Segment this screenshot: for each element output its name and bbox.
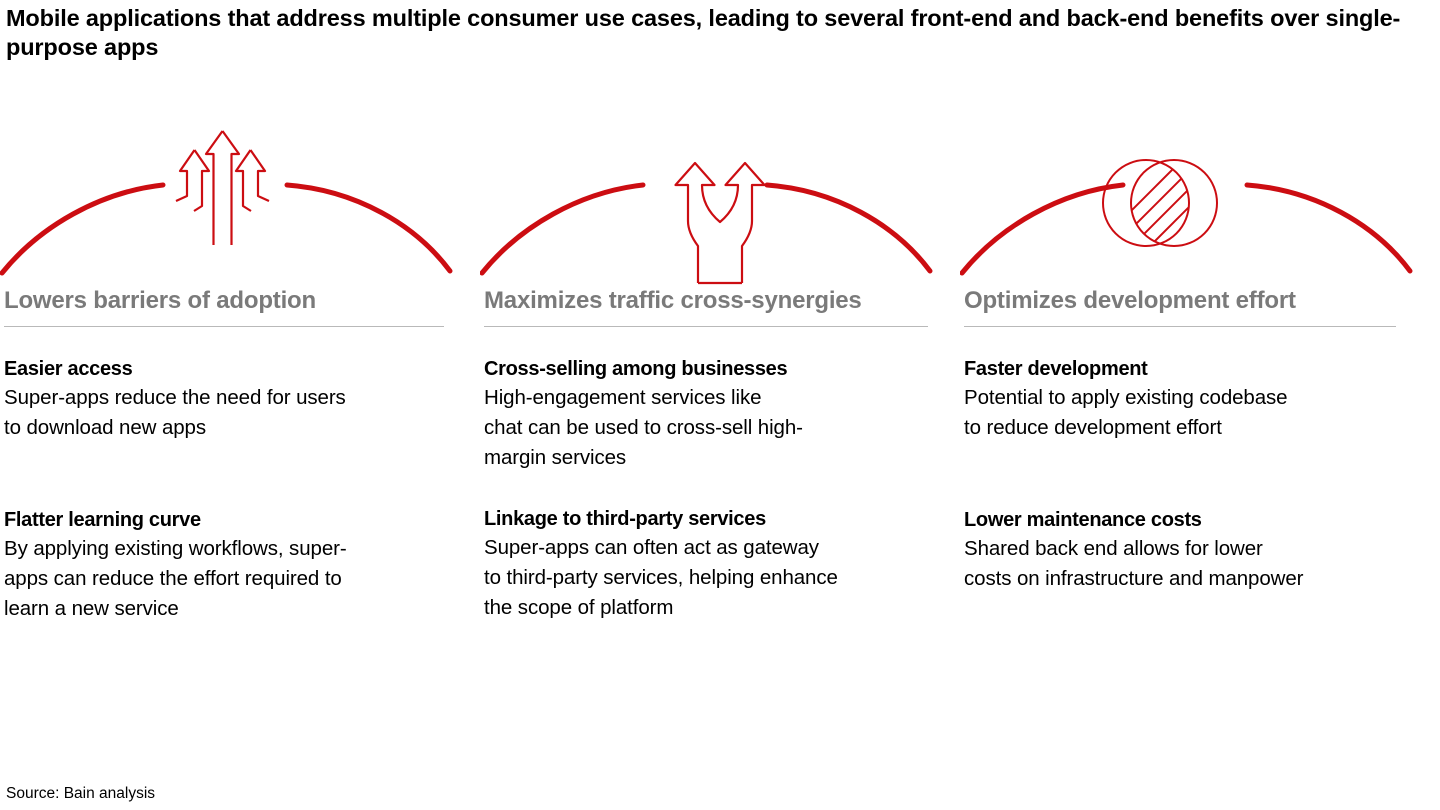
arrow-right — [234, 149, 270, 212]
block-title: Lower maintenance costs — [964, 509, 1202, 531]
arrow-center — [204, 130, 241, 245]
barrier-arc-right — [1244, 182, 1413, 274]
source-note: Source: Bain analysis — [6, 785, 156, 802]
icon-area-1 — [0, 118, 480, 286]
column-lowers-barriers: Lowers barriers of adoption Easier acces… — [0, 118, 480, 624]
arrow-left — [175, 149, 211, 212]
column-optimizes-development: Optimizes development effort Faster deve… — [960, 118, 1440, 624]
icon-area-3 — [960, 118, 1440, 286]
barrier-arc-left — [480, 182, 646, 276]
block-title: Linkage to third-party services — [484, 508, 766, 530]
block-cross-selling: Cross-selling among businesses High-enga… — [484, 356, 960, 473]
fork-stem-right — [740, 220, 754, 283]
section-header-1: Lowers barriers of adoption — [4, 287, 316, 314]
barrier-arc-left — [0, 182, 166, 276]
section-header-3: Optimizes development effort — [964, 287, 1296, 314]
block-linkage-third-party: Linkage to third-party services Super-ap… — [484, 506, 960, 623]
block-spacer — [964, 476, 1440, 507]
block-body: Super-apps can often act as gateway to t… — [484, 536, 838, 619]
block-easier-access: Easier access Super-apps reduce the need… — [4, 356, 480, 443]
icon-area-2 — [480, 118, 960, 286]
block-title: Easier access — [4, 358, 133, 380]
block-title: Flatter learning curve — [4, 509, 201, 531]
venn-circle-left — [1102, 159, 1190, 247]
fork-arrow-heads — [674, 161, 766, 224]
section-header-2: Maximizes traffic cross-synergies — [484, 287, 862, 314]
barrier-arc-right — [764, 182, 933, 274]
block-title: Faster development — [964, 358, 1148, 380]
section-rule-1 — [4, 326, 444, 327]
block-spacer — [4, 476, 480, 507]
section-rule-2 — [484, 326, 928, 327]
block-body: Potential to apply existing codebase to … — [964, 386, 1288, 439]
section-rule-3 — [964, 326, 1396, 327]
block-body: Shared back end allows for lower costs o… — [964, 537, 1304, 590]
barrier-arc-right — [284, 182, 453, 274]
fork-stem-left — [686, 220, 700, 283]
block-flatter-learning-curve: Flatter learning curve By applying exist… — [4, 507, 480, 624]
column-maximizes-traffic: Maximizes traffic cross-synergies Cross-… — [480, 118, 960, 624]
block-title: Cross-selling among businesses — [484, 358, 788, 380]
columns-container: Lowers barriers of adoption Easier acces… — [0, 118, 1440, 624]
block-body: High-engagement services like chat can b… — [484, 386, 803, 469]
block-faster-development: Faster development Potential to apply ex… — [964, 356, 1440, 443]
page-title: Mobile applications that address multipl… — [6, 5, 1401, 60]
venn-circle-right — [1130, 159, 1218, 247]
block-body: Super-apps reduce the need for users to … — [4, 386, 346, 439]
block-body: By applying existing workflows, super- a… — [4, 537, 347, 620]
venn-hatch-group — [1131, 160, 1189, 246]
barrier-arc-left — [960, 182, 1126, 276]
block-lower-maintenance-costs: Lower maintenance costs Shared back end … — [964, 507, 1440, 594]
